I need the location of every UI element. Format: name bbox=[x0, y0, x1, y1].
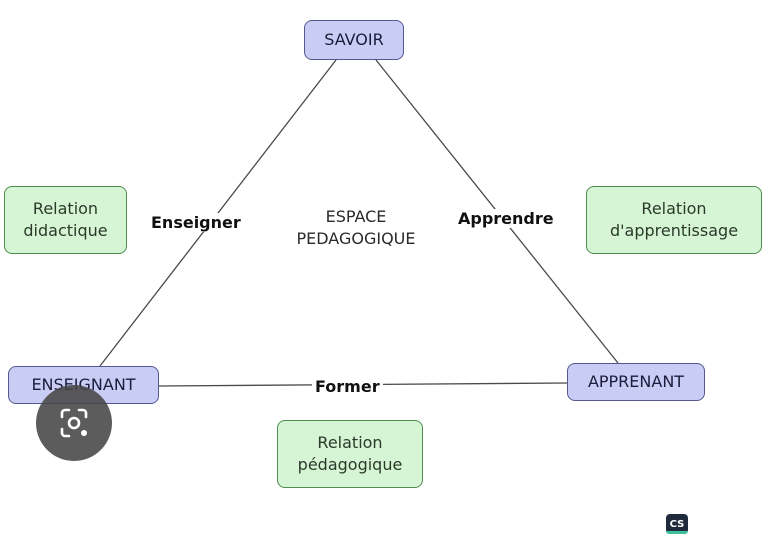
cs-badge: CS bbox=[666, 514, 688, 534]
edge-label-former: Former bbox=[312, 377, 383, 396]
relation-apprentissage[interactable]: Relation d'apprentissage bbox=[586, 186, 762, 254]
lens-icon bbox=[60, 408, 88, 438]
edge-label-enseigner: Enseigner bbox=[148, 213, 244, 232]
node-savoir[interactable]: SAVOIR bbox=[304, 20, 404, 60]
relation-didactique[interactable]: Relation didactique bbox=[4, 186, 127, 254]
lens-search-button[interactable] bbox=[36, 385, 112, 461]
relation-pedagogique[interactable]: Relation pédagogique bbox=[277, 420, 423, 488]
node-apprenant[interactable]: APPRENANT bbox=[567, 363, 705, 401]
center-label: ESPACE PEDAGOGIQUE bbox=[296, 207, 416, 248]
edge-label-apprendre: Apprendre bbox=[455, 209, 557, 228]
